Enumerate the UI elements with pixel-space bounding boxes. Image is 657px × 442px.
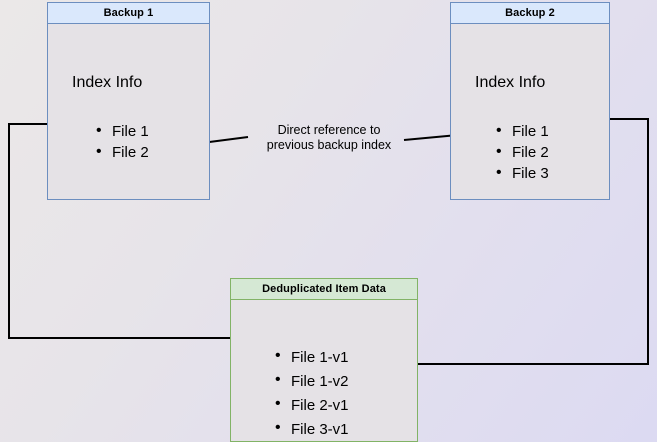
edge-label-line-1: Direct reference to — [277, 123, 381, 137]
backup1-index-info-label: Index Info — [72, 74, 143, 91]
edge-backup2-file1-to-dedup — [380, 118, 649, 372]
backup1-body: Index Info File 1 File 2 — [48, 24, 209, 199]
list-item: File 3-v1 — [275, 417, 349, 442]
list-item: File 1 — [496, 120, 549, 142]
backup2-header: Backup 2 — [451, 3, 609, 24]
dedup-header: Deduplicated Item Data — [231, 279, 417, 300]
node-backup1[interactable]: Backup 1 Index Info File 1 File 2 — [47, 2, 210, 200]
list-item: File 3 — [496, 162, 549, 184]
node-backup2[interactable]: Backup 2 Index Info File 1 File 2 File 3 — [450, 2, 610, 200]
list-item: File 2 — [96, 141, 149, 163]
list-item: File 1 — [96, 120, 149, 142]
backup2-body: Index Info File 1 File 2 File 3 — [451, 24, 609, 199]
backup1-file-list: File 1 File 2 — [96, 120, 149, 163]
node-deduplicated-item-data[interactable]: Deduplicated Item Data File 1-v1 File 1-… — [230, 278, 418, 442]
backup1-header: Backup 1 — [48, 3, 209, 24]
list-item: File 1-v2 — [275, 369, 349, 394]
backup2-index-info-label: Index Info — [475, 74, 546, 91]
list-item: File 2 — [496, 141, 549, 163]
edge-label-line-2: previous backup index — [266, 138, 392, 152]
edge-label-direct-reference: Direct reference to previous backup inde… — [250, 123, 408, 153]
dedup-body: File 1-v1 File 1-v2 File 2-v1 File 3-v1 — [231, 300, 417, 441]
list-item: File 1-v1 — [275, 345, 349, 370]
dedup-file-list: File 1-v1 File 1-v2 File 2-v1 File 3-v1 — [275, 345, 349, 442]
backup2-file-list: File 1 File 2 File 3 — [496, 120, 549, 184]
list-item: File 2-v1 — [275, 393, 349, 418]
